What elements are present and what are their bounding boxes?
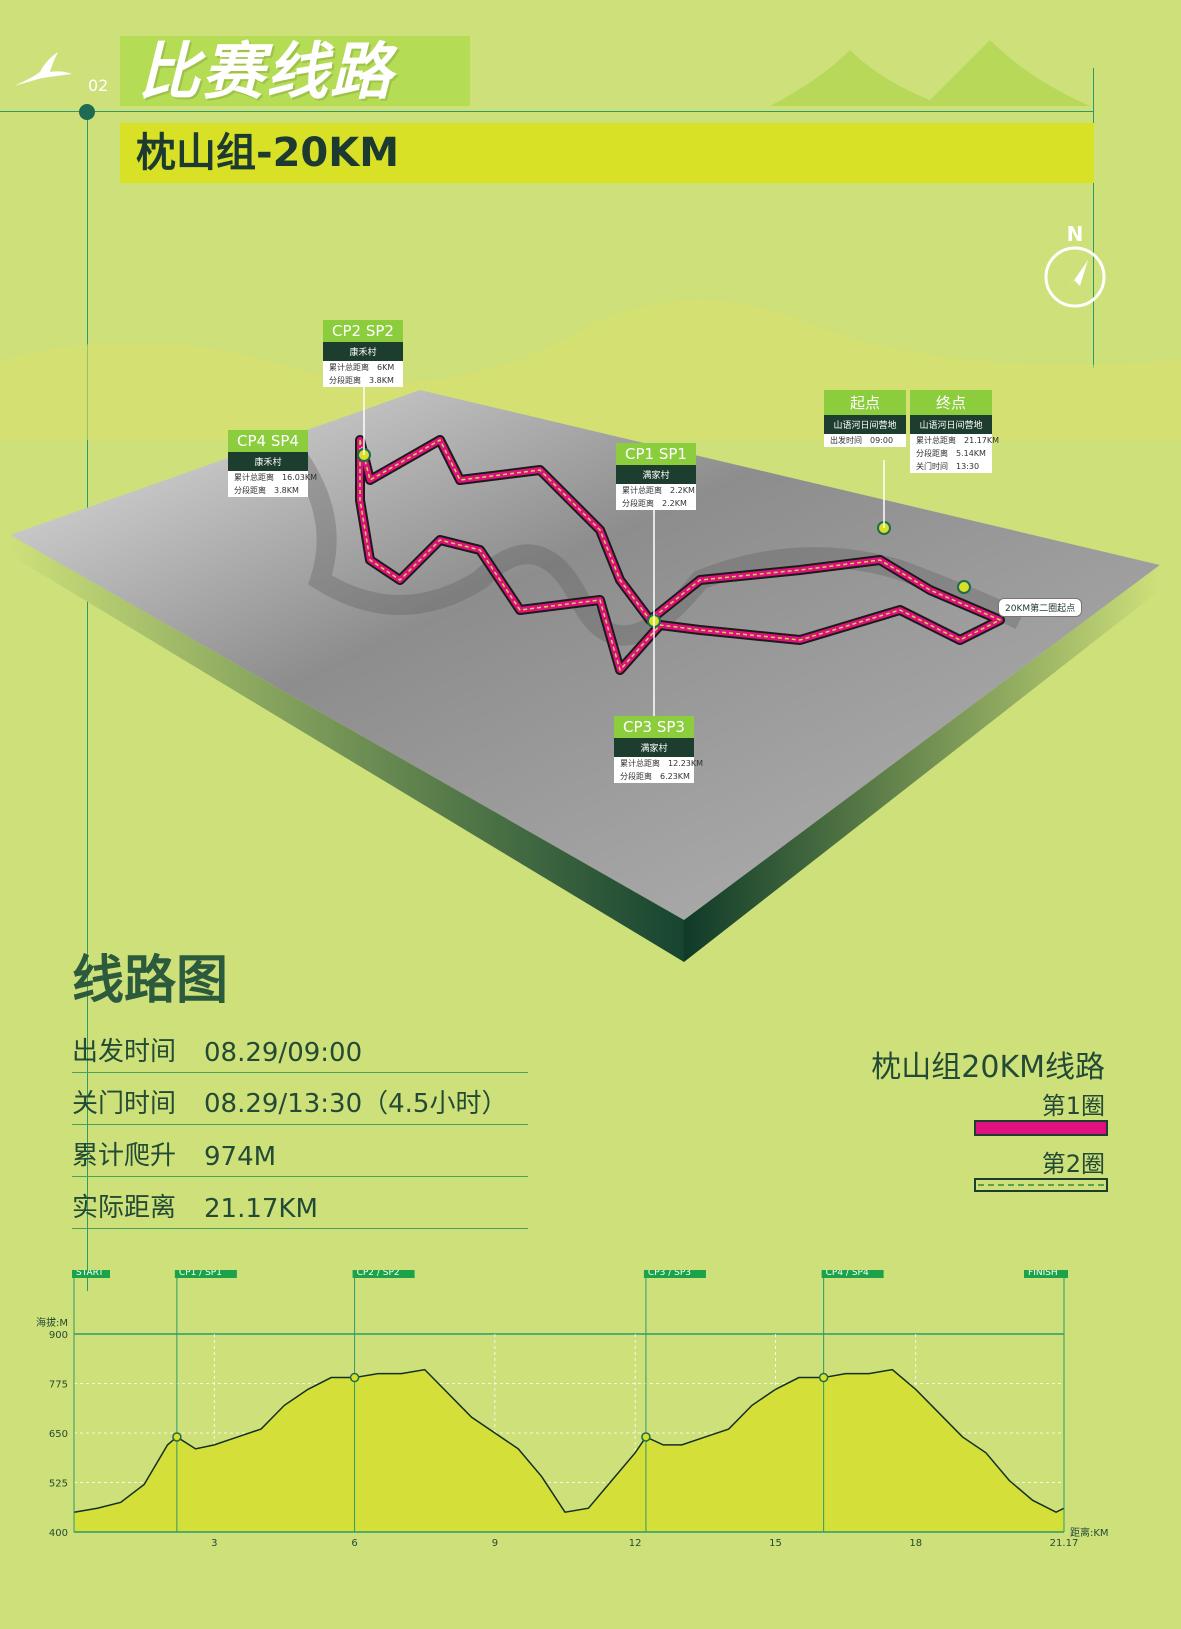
checkpoint-detail: 累计总距离 16.03KM xyxy=(234,473,318,482)
header-rule xyxy=(0,111,1094,112)
subtitle-bar xyxy=(120,123,1094,183)
legend-swatch-loop1 xyxy=(974,1120,1108,1136)
checkpoint-name: CP2 SP2 xyxy=(323,320,403,342)
marker-point xyxy=(818,1372,829,1383)
checkpoint-detail: 分段距离 6.23KM xyxy=(620,772,690,781)
checkpoint-card: CP3 SP3 满家村 累计总距离 12.23KM 分段距离 6.23KM xyxy=(614,716,704,783)
finish-card: 终点 山语河日间营地 累计总距离 21.17KM 分段距离 5.14KM 关门时… xyxy=(910,390,1000,473)
y-tick-label: 400 xyxy=(49,1528,68,1539)
checkpoint-detail: 累计总距离 2.2KM xyxy=(622,486,695,495)
checkpoint-detail: 分段距离 2.2KM xyxy=(622,499,687,508)
info-row: 关门时间 08.29/13:30（4.5小时） xyxy=(72,1078,528,1125)
finish-name: 终点 xyxy=(910,390,992,415)
compass-n-label: N xyxy=(1066,222,1084,246)
marker-tag xyxy=(1024,1270,1068,1278)
route-info-title: 线路图 xyxy=(72,951,229,1011)
x-tick-label: 18 xyxy=(909,1538,922,1549)
section-number: 02 xyxy=(88,76,109,95)
info-row: 出发时间 08.29/09:00 xyxy=(72,1026,528,1073)
checkpoint-village: 满家村 xyxy=(616,465,696,484)
checkpoint-detail: 分段距离 3.8KM xyxy=(234,486,299,495)
marker-label: START xyxy=(76,1270,104,1278)
x-tick-label: 6 xyxy=(351,1538,357,1549)
marker-point xyxy=(349,1372,360,1383)
finish-venue: 山语河日间营地 xyxy=(910,415,992,434)
loop2-start-label: 20KM第二圈起点 xyxy=(998,598,1083,617)
marker-label: CP3 / SP3 xyxy=(648,1270,691,1278)
start-detail: 出发时间 09:00 xyxy=(830,436,894,445)
title-background xyxy=(120,36,470,106)
info-value: 21.17KM xyxy=(204,1194,318,1224)
x-tick-label: 15 xyxy=(769,1538,782,1549)
marker-tag xyxy=(643,1270,706,1278)
info-value: 974M xyxy=(204,1142,277,1172)
x-tick-label: 21.17 xyxy=(1050,1538,1079,1549)
y-tick-label: 525 xyxy=(49,1479,68,1490)
y-tick-label: 775 xyxy=(49,1380,68,1391)
x-tick-label: 3 xyxy=(211,1538,217,1549)
checkpoint-card: CP1 SP1 满家村 累计总距离 2.2KM 分段距离 2.2KM xyxy=(616,443,696,510)
checkpoint-detail: 累计总距离 6KM xyxy=(329,363,395,372)
compass-icon xyxy=(1044,246,1106,308)
marker-label: CP2 / SP2 xyxy=(357,1270,400,1278)
info-row: 累计爬升 974M xyxy=(72,1130,528,1177)
marker-label: CP1 / SP1 xyxy=(179,1270,222,1278)
marker-tag xyxy=(821,1270,884,1278)
elevation-chart: 400 525 650 775 900 3 6 9 12 15 18 21.17 START CP1 / … xyxy=(36,1270,1109,1549)
y-tick-label: 650 xyxy=(49,1429,68,1440)
x-axis-label: 距离:KM xyxy=(1070,1526,1109,1539)
legend-label-loop1: 第1圈 xyxy=(1041,1092,1105,1120)
checkpoint-name: CP3 SP3 xyxy=(614,716,694,738)
marker-label: CP4 / SP4 xyxy=(826,1270,869,1278)
checkpoint-village: 康禾村 xyxy=(323,342,403,361)
y-tick-label: 900 xyxy=(49,1330,68,1341)
marker-point xyxy=(172,1432,182,1442)
rule-dot xyxy=(79,104,95,120)
info-label: 累计爬升 xyxy=(72,1141,177,1171)
left-rule xyxy=(87,111,88,1291)
checkpoint-card: CP2 SP2 康禾村 累计总距离 6KM 分段距离 3.8KM xyxy=(323,320,403,387)
legend-title: 枕山组20KM线路 xyxy=(871,1050,1105,1085)
info-row: 实际距离 21.17KM xyxy=(72,1182,528,1229)
marker-tag xyxy=(174,1270,237,1278)
legend-label-loop2: 第2圈 xyxy=(1041,1150,1105,1178)
finish-detail: 分段距离 5.14KM xyxy=(916,449,986,458)
right-rule xyxy=(1093,68,1094,368)
checkpoint-name: CP4 SP4 xyxy=(228,430,308,452)
elevation-area xyxy=(74,1369,1064,1532)
page-title: 比赛线路 xyxy=(138,35,395,108)
finish-detail: 累计总距离 21.17KM xyxy=(916,436,1000,445)
info-value: 08.29/09:00 xyxy=(204,1038,363,1068)
mountain-decoration xyxy=(470,40,1090,106)
finish-detail: 关门时间 13:30 xyxy=(916,462,980,471)
checkpoint-card: CP4 SP4 康禾村 累计总距离 16.03KM 分段距离 3.8KM xyxy=(228,430,318,497)
marker-tag xyxy=(352,1270,415,1278)
checkpoint-name: CP1 SP1 xyxy=(616,443,696,465)
info-label: 实际距离 xyxy=(72,1193,177,1223)
y-axis-label: 海拔:M xyxy=(36,1316,68,1329)
start-venue: 山语河日间营地 xyxy=(824,415,906,434)
subtitle: 枕山组-20KM xyxy=(136,130,400,176)
start-name: 起点 xyxy=(824,390,906,415)
info-value: 08.29/13:30（4.5小时） xyxy=(204,1089,508,1119)
marker-label: FINISH xyxy=(1028,1270,1058,1278)
bird-logo-icon xyxy=(12,50,74,98)
x-tick-label: 9 xyxy=(492,1538,498,1549)
checkpoint-village: 康禾村 xyxy=(228,452,308,471)
checkpoint-detail: 分段距离 3.8KM xyxy=(329,376,394,385)
legend-swatch-loop2 xyxy=(974,1178,1108,1192)
start-card: 起点 山语河日间营地 出发时间 09:00 xyxy=(824,390,906,447)
marker-point xyxy=(641,1432,651,1442)
checkpoint-detail: 累计总距离 12.23KM xyxy=(620,759,704,768)
checkpoint-village: 满家村 xyxy=(614,738,694,757)
terrain-map xyxy=(10,380,1160,962)
marker-tag xyxy=(72,1270,110,1278)
compass: N xyxy=(1044,222,1106,312)
info-label: 出发时间 xyxy=(72,1037,177,1067)
elevation-line xyxy=(73,1368,1065,1514)
x-tick-label: 12 xyxy=(629,1538,642,1549)
info-label: 关门时间 xyxy=(72,1089,177,1119)
